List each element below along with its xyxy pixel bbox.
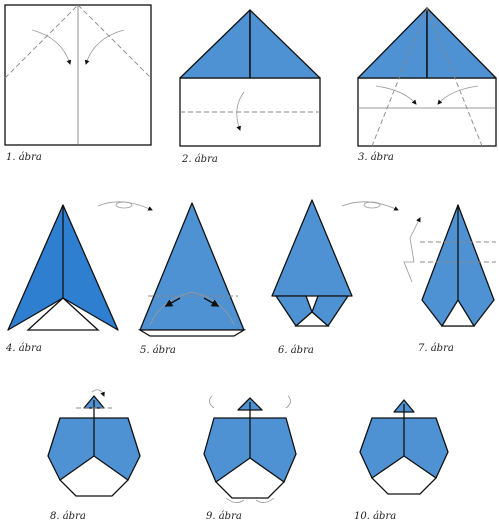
step-7-fold-tip: [404, 205, 496, 326]
step-8-caption: 8. ábra: [50, 512, 86, 522]
step-1-caption: 1. ábra: [6, 153, 42, 163]
step-7-caption: 7. ábra: [418, 344, 454, 354]
step-10-finished-ladybug: [360, 400, 448, 494]
step-8-ladybug-body: [48, 390, 140, 496]
step-9-caption: 9. ábra: [206, 512, 242, 522]
step-3-fold-corners: [358, 8, 496, 146]
step-5-caption: 5. ábra: [140, 346, 176, 356]
step-9-ladybug-shaping: [204, 396, 296, 503]
step-10-caption: 10. ábra: [354, 512, 396, 522]
step-5-turned-over: [140, 203, 244, 336]
step-1-square-paper: [5, 5, 151, 145]
step-6-caption: 6. ábra: [278, 346, 314, 356]
step-6-folded-bottom: [272, 200, 398, 326]
step-4-kite-shape: [8, 202, 152, 330]
step-2-caption: 2. ábra: [182, 155, 218, 165]
step-3-caption: 3. ábra: [358, 153, 394, 163]
step-2-triangle-top: [180, 10, 320, 146]
step-4-caption: 4. ábra: [6, 344, 42, 354]
